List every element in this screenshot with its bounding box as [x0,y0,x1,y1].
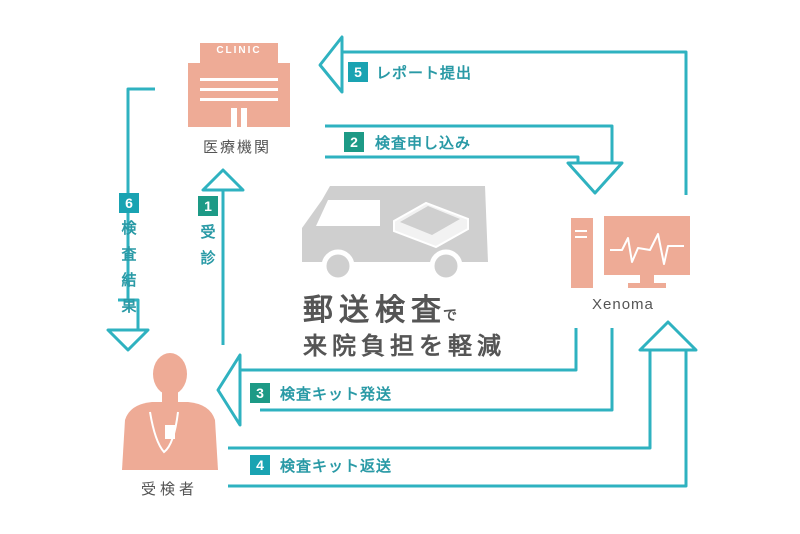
arrowhead-3 [216,353,242,427]
xenoma-label: Xenoma [592,296,654,313]
headline-line2: 来院負担を軽減 [303,333,506,360]
delivery-truck-icon [302,186,488,283]
patient-icon [122,353,218,470]
arrowhead-5 [318,35,344,94]
step-3-label: 検査キット発送 [280,386,393,403]
headline-line1: 郵送検査で [303,285,457,329]
step-4-label: 検査キット返送 [280,458,393,475]
step-6-char-4: 果 [121,298,137,315]
step-3-badge: 3 [250,383,270,403]
step-2-label: 検査申し込み [375,135,472,152]
headline-main: 郵送検査 [303,294,447,327]
clinic-building-icon [188,43,290,127]
step-6-char-1: 検 [121,220,137,237]
step-6-label: 検査結果 [119,216,139,320]
step-1-char-1: 受 [200,224,216,241]
step-1-badge: 1 [198,196,218,216]
clinic-sign: CLINIC [216,45,262,56]
computer-icon [571,216,690,288]
arrowhead-1 [201,168,245,192]
step-5-label: レポート提出 [376,65,473,82]
headline-suffix: で [443,307,457,323]
step-6-char-2: 査 [121,246,137,263]
arrow-4-outer [228,350,688,488]
arrow-4 [228,350,652,450]
step-5-badge: 5 [348,62,368,82]
patient-label: 受検者 [141,481,199,498]
step-4-badge: 4 [250,455,270,475]
arrow-3 [240,328,578,372]
arrow-5 [342,50,688,195]
step-1-char-2: 診 [200,250,216,267]
step-1-label: 受診 [198,220,218,272]
arrowhead-2 [566,161,624,195]
arrow-2-lower [325,155,580,162]
arrowhead-4 [638,320,698,352]
step-6-char-3: 結 [121,272,137,289]
clinic-label: 医療機関 [203,139,272,156]
arrow-6 [126,87,155,300]
step-2-badge: 2 [344,132,364,152]
arrow-3-outer [260,328,614,412]
step-6-badge: 6 [119,193,139,213]
arrowhead-6 [106,298,150,352]
arrow-2 [325,124,614,163]
